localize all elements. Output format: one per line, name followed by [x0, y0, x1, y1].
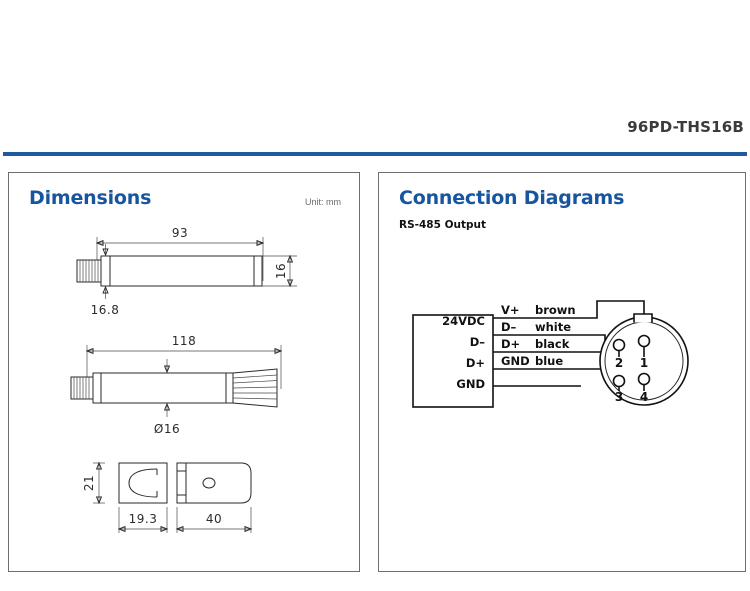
wire-color-2: black	[535, 337, 570, 351]
output-type-label: RS-485 Output	[399, 219, 487, 231]
dim-label-16-8: 16.8	[91, 303, 120, 317]
page-title: 96PD-THS16B	[627, 118, 744, 136]
dimensions-panel: Dimensions Unit: mm 93	[8, 172, 360, 572]
terminal-label-2: D+	[466, 356, 485, 370]
dim-label-93: 93	[172, 226, 188, 240]
terminal-label-1: D–	[470, 335, 486, 349]
connector-pin-1: 1	[640, 356, 648, 370]
terminal-block-outline	[412, 314, 494, 408]
wire-color-3: blue	[535, 354, 563, 368]
wire-signal-3: GND	[501, 354, 530, 368]
dim-label-16: 16	[274, 263, 288, 279]
connector-pin-4: 4	[640, 390, 648, 404]
dimension-drawing-probe-body: 93 16 16.8	[9, 219, 361, 327]
dimensions-heading: Dimensions	[29, 187, 152, 209]
connector-pin-2: 2	[615, 356, 623, 370]
terminal-label-0: 24VDC	[442, 314, 485, 328]
connection-diagrams-panel: Connection Diagrams RS-485 Output 24VDC …	[378, 172, 746, 572]
unit-note: Unit: mm	[305, 197, 341, 207]
wire-signal-1: D–	[501, 320, 517, 334]
dimension-drawing-probe-assembly: 118 Ø16	[9, 323, 361, 443]
connector-pin-3: 3	[615, 390, 623, 404]
page-header: 96PD-THS16B	[0, 0, 750, 160]
dim-label-19-3: 19.3	[129, 512, 158, 526]
wire-color-1: white	[535, 320, 571, 334]
wire-signal-2: D+	[501, 337, 520, 351]
dim-label-21: 21	[82, 475, 96, 491]
m12-connector-face: 2 1 3 4	[599, 313, 689, 406]
dim-label-40: 40	[206, 512, 222, 526]
dim-label-diameter-16: Ø16	[154, 422, 180, 436]
connection-diagrams-heading: Connection Diagrams	[399, 187, 625, 209]
header-divider	[3, 152, 747, 156]
rs485-wiring-diagram: 24VDC D– D+ GND V+ brown D– white D+ bla…	[401, 295, 731, 435]
dim-label-118: 118	[172, 334, 196, 348]
wire-signal-0: V+	[501, 303, 520, 317]
dimension-drawing-bracket: 21 19.3 40	[9, 455, 361, 555]
wire-color-0: brown	[535, 303, 576, 317]
terminal-label-3: GND	[456, 377, 485, 391]
